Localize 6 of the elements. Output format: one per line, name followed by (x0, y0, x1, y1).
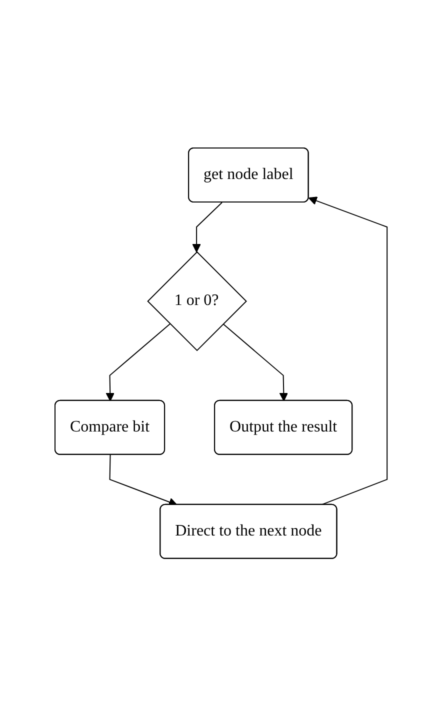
node-diamond: 1 or 0? (148, 251, 248, 351)
arrow (223, 323, 289, 402)
arrow (106, 323, 171, 402)
arrow (308, 196, 388, 506)
arrow (192, 202, 223, 252)
arrow (110, 454, 178, 506)
